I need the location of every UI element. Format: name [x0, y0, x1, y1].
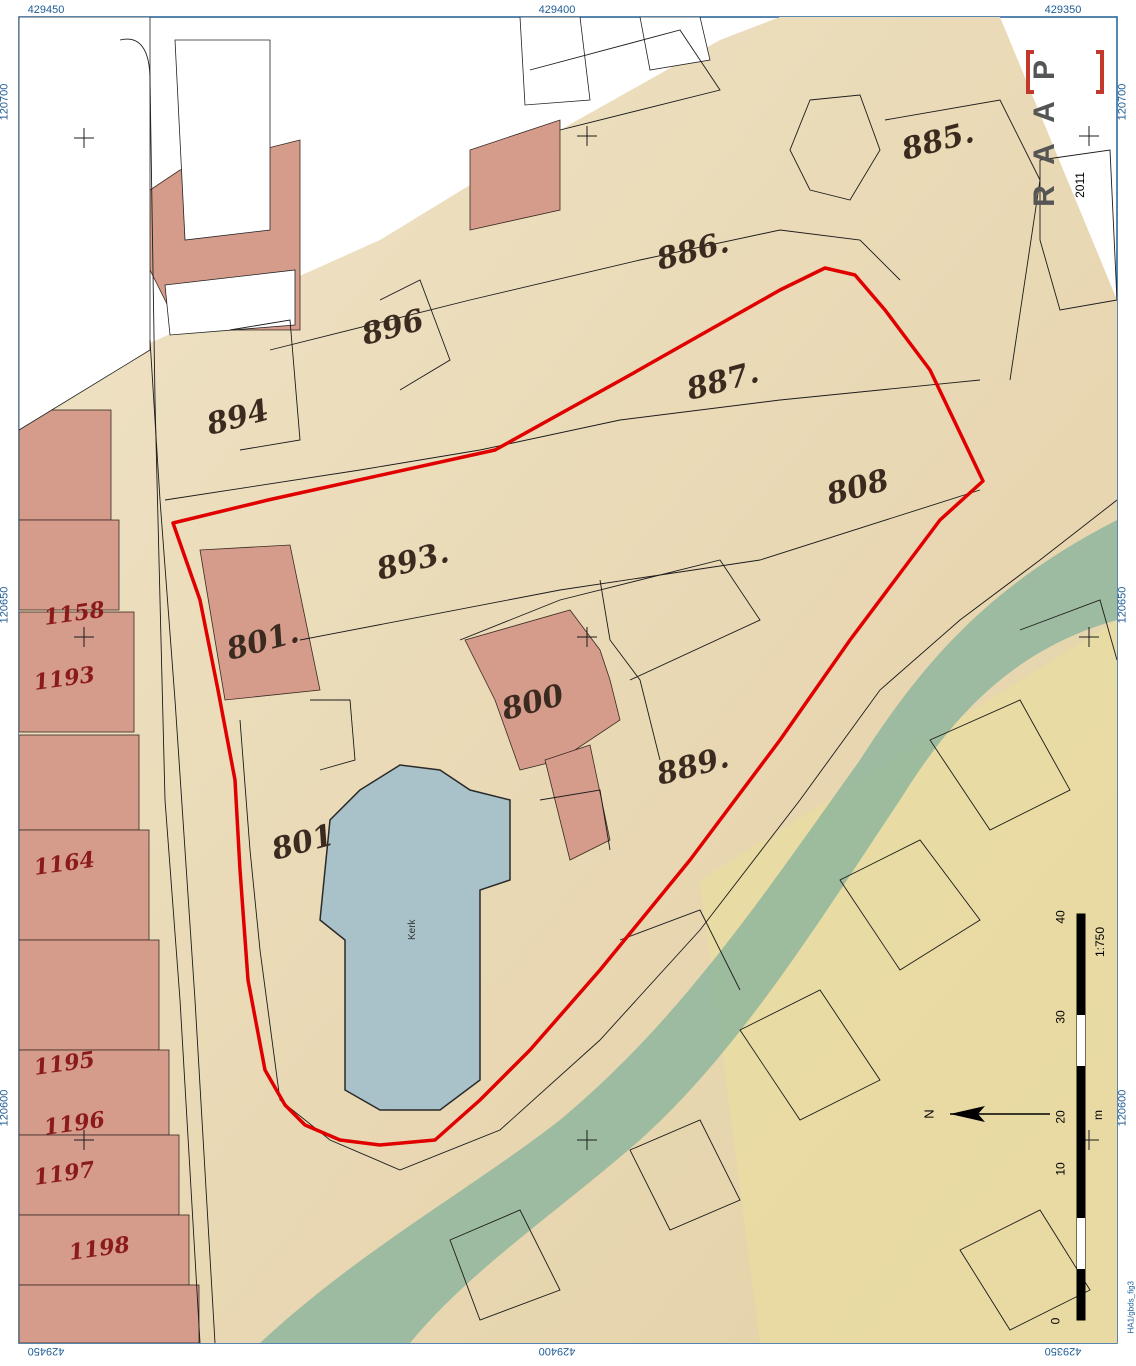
coord-y-right: 120700 [1116, 83, 1129, 121]
canal [260, 520, 1117, 1343]
church [319, 764, 511, 1111]
coord-y-left: 120650 [0, 586, 11, 624]
figure-code: HA1/gbds_fig3 [1126, 1281, 1135, 1334]
coord-x-bottom: 429350 [1044, 1345, 1082, 1357]
coord-y-right: 120650 [1116, 586, 1129, 624]
scale-tick: 30 [1053, 1010, 1068, 1024]
buildings-left [19, 119, 621, 1343]
coord-x-top: 429350 [1044, 4, 1082, 16]
grid-crosses [74, 126, 1099, 1150]
church-label: Kerk [407, 918, 418, 940]
scale-tick: 20 [1053, 1110, 1068, 1124]
logo-letter: R [1028, 185, 1061, 207]
scale-tick: 10 [1053, 1162, 1068, 1176]
field-area [700, 620, 1117, 1343]
logo-letter: A [1028, 101, 1061, 123]
coord-y-right: 120600 [1116, 1089, 1129, 1127]
parcel-lines [119, 29, 1117, 1343]
scale-ratio: 1:750 [1093, 926, 1108, 958]
raap-logo-mark: P A A R 2011 [1026, 50, 1104, 207]
north-label: N [921, 1109, 937, 1119]
logo-letter: P [1028, 60, 1061, 80]
scale-unit: m [1091, 1110, 1105, 1120]
modern-buildings [19, 17, 711, 431]
logo-letter: A [1028, 143, 1061, 165]
logo-year: 2011 [1073, 172, 1087, 198]
north-arrow [950, 1106, 1050, 1122]
coord-y-left: 120700 [0, 83, 11, 121]
scale-tick: 0 [1048, 1317, 1063, 1325]
coord-x-top: 429450 [27, 4, 65, 16]
study-area-outline [171, 266, 985, 1147]
scale-tick: 40 [1053, 910, 1068, 924]
coord-x-top: 429400 [538, 4, 576, 16]
coord-x-bottom: 429400 [538, 1345, 576, 1357]
scale-bar [1076, 913, 1086, 1321]
coord-y-left: 120600 [0, 1089, 11, 1127]
raap-logo: P A A R 2011 [1024, 30, 1114, 220]
coord-x-bottom: 429450 [27, 1345, 65, 1357]
